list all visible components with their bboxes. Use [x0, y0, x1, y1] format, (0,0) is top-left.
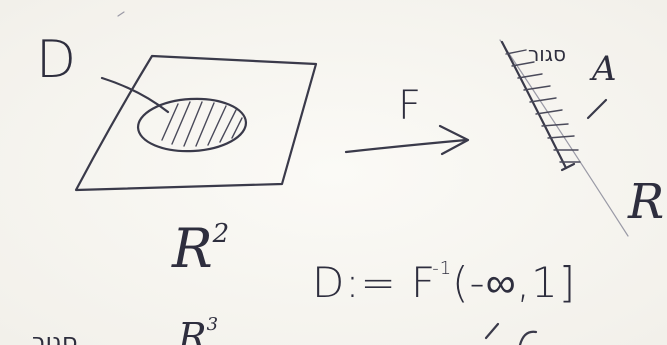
region-hatching	[161, 101, 243, 147]
label-d: D	[36, 30, 77, 90]
definition-main: D:= F	[312, 258, 437, 307]
label-a: A	[592, 49, 617, 89]
label-r3-exponent: 3	[206, 314, 219, 336]
region-ellipse	[136, 97, 248, 153]
partial-curve-bottom	[518, 330, 538, 345]
ray-a-hatching	[505, 49, 581, 163]
label-r3-base: R	[178, 315, 207, 345]
label-r2-exponent: 2	[212, 219, 230, 249]
map-arrow-head	[438, 124, 470, 156]
label-closed-bottom: סגור	[32, 328, 78, 345]
map-arrow-shaft	[344, 138, 468, 154]
definition-interval: (-∞,1]	[452, 258, 577, 307]
target-line	[499, 39, 629, 237]
ray-endpoint-mark	[560, 162, 576, 172]
ray-a	[500, 40, 568, 170]
partial-stroke-bottom	[484, 322, 500, 340]
label-r2-base: R	[172, 217, 213, 280]
label-pointer-d	[100, 76, 170, 114]
definition-formula: D:= F-1(-∞,1]	[312, 260, 576, 304]
stray-mark	[117, 11, 125, 17]
label-r: R	[628, 174, 665, 230]
label-r3: R3	[178, 315, 218, 345]
label-closed-top: סגור	[528, 42, 566, 66]
label-pointer-a	[586, 98, 608, 120]
plane-parallelogram	[74, 54, 318, 192]
label-r2: R2	[172, 219, 230, 276]
definition-inverse: -1	[432, 258, 453, 279]
label-f: F	[398, 83, 422, 129]
